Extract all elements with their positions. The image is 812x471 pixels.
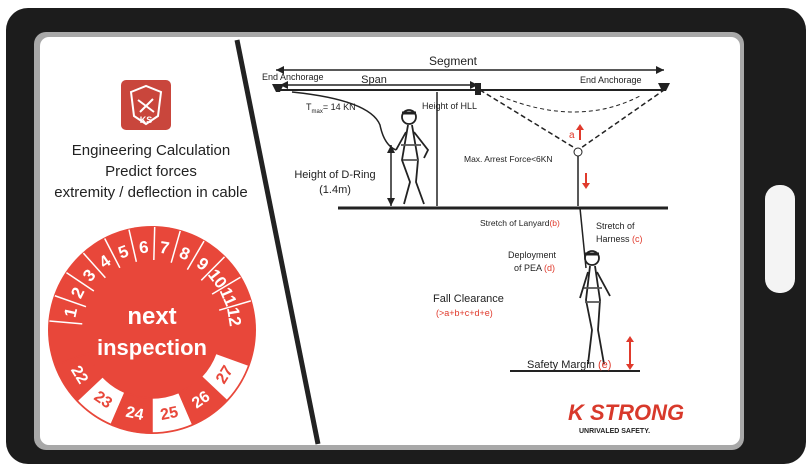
hll-height-label: Height of HLL — [422, 101, 477, 111]
title-line-3: extremity / deflection in cable — [54, 184, 247, 201]
end-anchorage-left-label: End Anchorage — [262, 72, 324, 82]
span-label: Span — [361, 74, 387, 86]
stretch-harness-label-1: Stretch of — [596, 221, 635, 231]
sticker-year-25: 25 — [159, 404, 180, 424]
title-line-2: Predict forces — [105, 163, 197, 180]
sticker-month-6: 6 — [138, 237, 149, 257]
sticker-month-12: 12 — [223, 306, 245, 328]
deployment-label-1: Deployment — [508, 250, 557, 260]
sticker-month-divider — [154, 227, 155, 260]
brand-name: K STRONG — [568, 400, 684, 425]
fall-clearance-label: Fall Clearance — [433, 293, 504, 305]
dring-height-label-2: (1.4m) — [319, 184, 351, 196]
sticker-inspection: inspection — [97, 335, 207, 360]
stretch-lanyard-label: Stretch of Lanyard(b) — [480, 218, 560, 228]
title-line-1: Engineering Calculation — [72, 142, 230, 159]
deployment-label-2: of PEA (d) — [514, 263, 555, 273]
fall-clearance-formula: (>a+b+c+d+e) — [436, 308, 493, 318]
lanyard-slot-icon — [765, 185, 795, 293]
max-arrest-label: Max. Arrest Force<6KN — [464, 154, 553, 164]
safety-margin-label: Safety Margin (e) — [527, 359, 611, 371]
brand-tagline: UNRIVALED SAFETY. — [579, 428, 650, 435]
kstrong-crest-icon: KS — [121, 80, 171, 130]
sticker-next: next — [127, 303, 176, 330]
intermediate-post-icon — [475, 83, 481, 95]
end-anchorage-right-label: End Anchorage — [580, 75, 642, 85]
dring-height-label-1: Height of D-Ring — [294, 169, 375, 181]
svg-text:KS: KS — [140, 115, 153, 125]
marker-a: a — [569, 130, 575, 141]
stretch-harness-label-2: Harness (c) — [596, 234, 643, 244]
sticker-year-24: 24 — [124, 404, 145, 424]
segment-label: Segment — [429, 54, 478, 68]
arrest-ring-icon — [574, 148, 582, 156]
